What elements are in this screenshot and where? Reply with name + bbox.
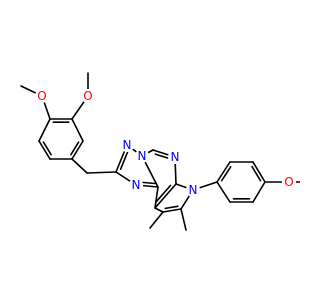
pyrrole-bond-3 xyxy=(162,208,182,213)
ring-p-bond-3-inner xyxy=(251,165,262,182)
bond-layer xyxy=(20,72,300,231)
pyrimidine-bond-4-inner xyxy=(154,184,172,204)
nitrogen-atom-1-bg xyxy=(129,178,143,192)
methyl-c8-bond xyxy=(149,211,164,229)
nitrogen-atom-3: N xyxy=(138,149,147,163)
oxygen-atom-1-bg xyxy=(35,89,49,103)
pyrrole-bond-3-inner xyxy=(164,205,179,210)
oxygen-atom-1: O xyxy=(37,89,46,103)
pyrimidine-bond-5 xyxy=(154,186,159,209)
pyrimidine-bond-4 xyxy=(154,183,177,209)
nitrogen-atom-5-bg xyxy=(186,183,200,197)
oxygen-atom-2-bg xyxy=(81,89,95,103)
ring-a-bond-5-inner xyxy=(42,141,52,156)
ring-a-bond-3-inner xyxy=(70,141,80,156)
oxygen-atom-2: O xyxy=(83,89,92,103)
ring-p-bond-1 xyxy=(216,161,231,183)
nitrogen-atom-3-bg xyxy=(135,149,149,163)
nitrogen-atom-4-bg xyxy=(168,150,182,164)
nitrogen-atom-1: N xyxy=(132,178,141,192)
benzyl-bond-1 xyxy=(71,158,88,174)
ring-p-bond-1-inner xyxy=(220,165,232,182)
ring-p-bond-6 xyxy=(216,181,231,203)
nitrogen-atom-2-bg xyxy=(120,138,134,152)
triazole-bond-1-inner xyxy=(119,149,130,170)
oxygen-atom-3-bg xyxy=(282,175,296,189)
nitrogen-atom-5: N xyxy=(189,183,198,197)
methyl-c7-bond xyxy=(180,208,187,231)
ring-p-bond-3 xyxy=(252,161,266,183)
nitrogen-atom-4: N xyxy=(171,150,180,164)
pyrrole-bond-4 xyxy=(154,207,164,213)
ring-p-bond-4 xyxy=(252,181,266,203)
benzyl-bond-2 xyxy=(86,171,117,174)
ring-a-bond-3 xyxy=(71,140,84,160)
ring-a-bond-6 xyxy=(38,118,51,142)
ring-a-bond-2 xyxy=(71,118,84,142)
ring-a-bond-5 xyxy=(38,140,51,160)
oxygen-atom-3: O xyxy=(284,175,293,189)
nitrogen-atom-2: N xyxy=(123,138,132,152)
